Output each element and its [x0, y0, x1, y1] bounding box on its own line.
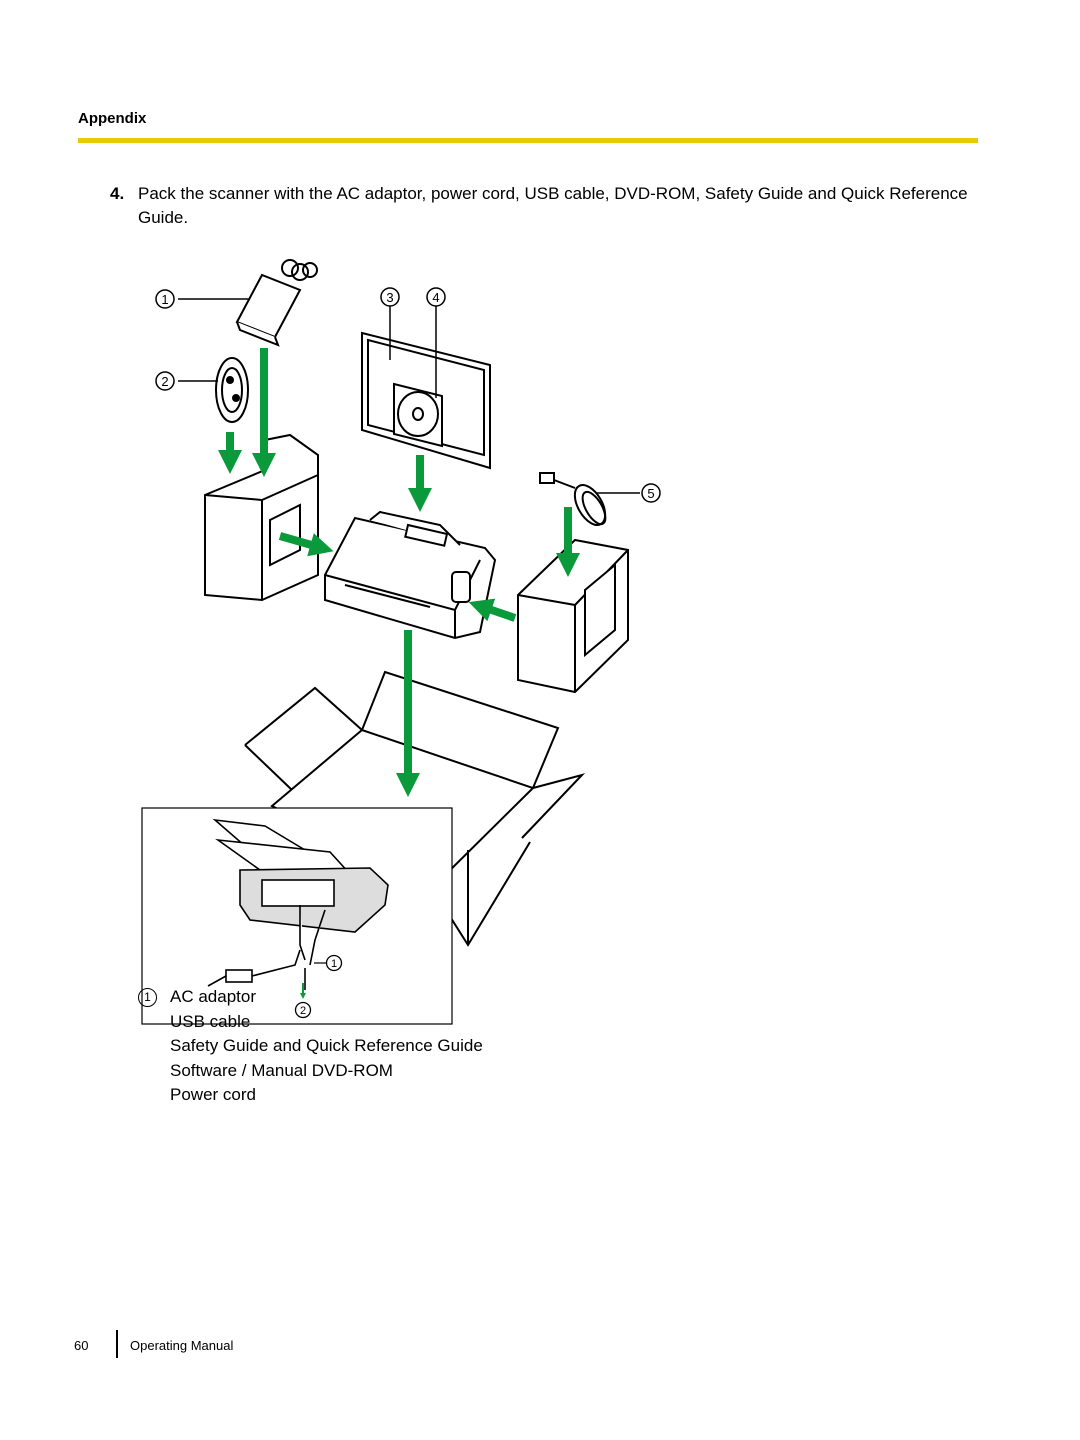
legend-marker: 1	[138, 988, 157, 1007]
callout-markers: 1 2 3 4 5 1 2	[155, 287, 661, 1019]
legend-label: USB cable	[170, 1011, 251, 1031]
power-cord-drawing	[539, 472, 607, 526]
legend-label: Software / Manual DVD-ROM	[170, 1060, 393, 1080]
callout-2: 2	[161, 374, 168, 389]
page-number: 60	[74, 1338, 89, 1353]
inset-callout-2: 2	[300, 1005, 306, 1017]
usb-cable-drawing	[215, 357, 249, 423]
callout-4: 4	[432, 290, 439, 305]
inset-callout-1: 1	[331, 958, 337, 970]
callout-5: 5	[647, 486, 654, 501]
left-packing-insert	[204, 433, 319, 602]
right-packing-insert	[517, 538, 629, 694]
arrow-right-insert-left	[468, 598, 517, 622]
header-rule	[78, 138, 978, 143]
legend-label: Power cord	[170, 1085, 256, 1104]
arrow-left-insert-right	[278, 532, 334, 557]
callout-3: 3	[386, 290, 393, 305]
legend-label: AC adaptor	[170, 987, 256, 1006]
legend-label: Safety Guide and Quick Reference Guide	[170, 1036, 483, 1055]
inset-scanner-rear-view	[207, 818, 389, 990]
legend-item: 1 AC adaptor	[138, 985, 483, 1010]
legend: 1 AC adaptor 2 USB cable 3 Safety Guide …	[138, 985, 483, 1108]
legend-item: 3 Safety Guide and Quick Reference Guide	[138, 1034, 483, 1059]
step-4: 4. Pack the scanner with the AC adaptor,…	[110, 182, 970, 230]
legend-item: 2 USB cable	[138, 1010, 483, 1035]
scanner-drawing	[324, 510, 497, 640]
footer-divider	[116, 1330, 118, 1358]
green-arrows	[218, 348, 580, 797]
step-number: 4.	[110, 184, 125, 203]
legend-item: 5 Power cord	[138, 1083, 483, 1108]
legend-item: 4 Software / Manual DVD-ROM	[138, 1059, 483, 1084]
callout-1: 1	[161, 292, 168, 307]
guide-and-dvd-drawing	[361, 331, 491, 470]
section-label: Appendix	[78, 110, 147, 127]
document-title: Operating Manual	[130, 1338, 234, 1353]
step-text: Pack the scanner with the AC adaptor, po…	[138, 184, 968, 227]
ac-adaptor-drawing	[235, 259, 318, 347]
